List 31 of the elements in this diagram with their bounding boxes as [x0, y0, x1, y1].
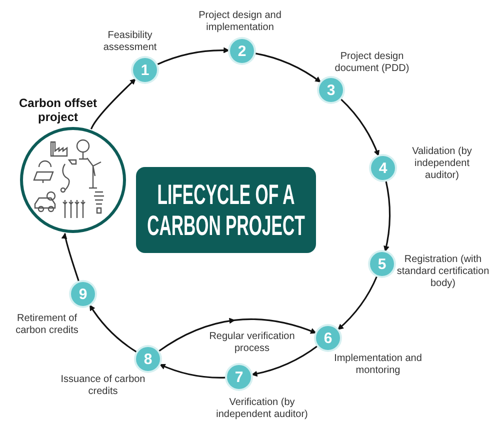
arrow [254, 52, 322, 83]
step-number-circle: 3 [319, 78, 343, 102]
step-number-circle: 5 [370, 252, 394, 276]
step-label: Retirement of carbon credits [15, 313, 79, 338]
step-number-circle: 8 [136, 347, 160, 371]
step-label: Project design document (PDD) [334, 51, 410, 76]
step-label: Issuance of carbon credits [60, 374, 146, 398]
step-label: Project design and implementation [198, 10, 282, 34]
step-number-circle: 9 [71, 282, 95, 306]
arrow [89, 304, 138, 353]
step-number-circle: 6 [316, 326, 340, 350]
arrow [337, 276, 378, 330]
step-label: Validation (by independent auditor) [411, 146, 473, 183]
step-number-circle: 7 [227, 365, 251, 389]
step-label: Registration (with standard certification body) [396, 254, 490, 291]
title-banner: LIFECYCLE OF A CARBON PROJECT [136, 167, 316, 253]
node-heading: Carbon offset project [18, 96, 98, 125]
arrow [159, 364, 226, 378]
arrow [158, 318, 316, 352]
arrow [62, 232, 80, 282]
step-number-circle: 1 [133, 58, 157, 82]
step-label: Verification (by independent auditor) [215, 397, 309, 422]
arrow [251, 345, 318, 377]
arrow [340, 98, 380, 156]
step-number-circle: 2 [230, 39, 254, 63]
step-label: Feasibility assessment [102, 30, 158, 54]
arrow [156, 47, 230, 66]
arrow [383, 180, 391, 252]
arrow [90, 78, 136, 130]
step-label: Implementation and montoring [333, 353, 423, 378]
step-number-circle: 4 [371, 156, 395, 180]
